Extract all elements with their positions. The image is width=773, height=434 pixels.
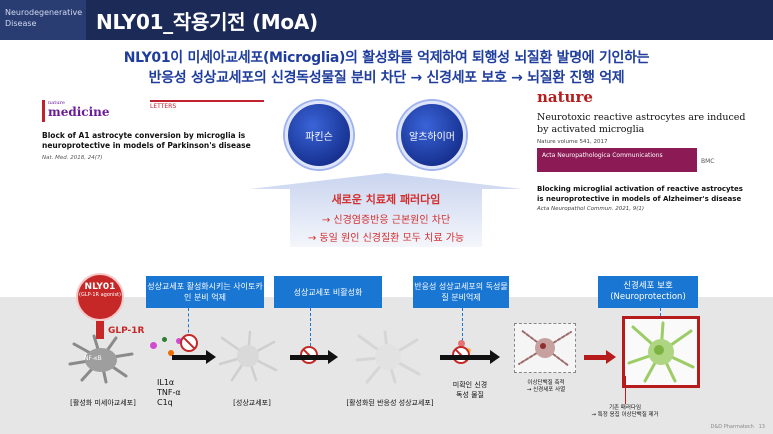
dying-neuron-label: 이상단백질 축적 → 신경세포 사멸: [526, 380, 566, 393]
label-reactive-astrocyte: [활성화된 반응성 성상교세포]: [346, 399, 434, 407]
flow-arrow-2: [290, 355, 330, 360]
paper-left-title: Block of A1 astrocyte conversion by micr…: [42, 131, 251, 150]
existing-paradigm-stem: [625, 376, 626, 404]
paradigm-point-2: → 동일 원인 신경질환 모두 치료 가능: [307, 233, 465, 244]
glp1r-receptor-stem: [96, 321, 104, 339]
footer: D&D Pharmatech 13: [710, 424, 765, 430]
paper-left-ref: Nat. Med. 2018, 24(7): [42, 155, 103, 161]
nature-medicine-logo: nature medicine: [42, 100, 112, 122]
cytokine-dot: [176, 338, 182, 344]
flow-arrow-1: [172, 355, 208, 360]
label-astrocyte: [성상교세포]: [233, 399, 271, 407]
paradigm-title: 새로운 치료제 패러다임: [331, 193, 441, 206]
label-neurotoxin: 미확인 신경독성 물질: [452, 381, 488, 399]
alzheimers-circle: 알츠하이머: [398, 101, 466, 169]
protected-neuron-box: [622, 316, 700, 388]
cytokine-list: IL1α TNF-α C1q: [157, 378, 181, 407]
callout-toxin-inhibit: 반응성 성상교세포의 독성물질 분비억제: [413, 276, 509, 308]
healthy-neuron-icon: [627, 321, 695, 383]
leader-line-1: [188, 308, 189, 338]
label-activated-microglia: [활성화 미세아교세포]: [70, 399, 136, 407]
paradigm-point-1: → 신경염증반응 근본원인 차단: [321, 215, 451, 226]
flow-arrow-head-1: [206, 350, 216, 364]
flow-arrow-head-4: [606, 350, 616, 364]
category-tag: Neurodegenerative Disease: [0, 0, 86, 40]
cytokine-dot: [162, 337, 167, 342]
paper-nature: nature Neurotoxic reactive astrocytes ar…: [537, 88, 757, 212]
slide-title: NLY01_작용기전 (MoA): [96, 10, 318, 34]
acta-journal-banner: Acta Neuropathologica Communications: [537, 148, 697, 172]
existing-paradigm-note: 기존 패러다임 → 특정 응집 이상단백질 제거: [591, 405, 659, 418]
paper-nature-medicine: nature medicine LETTERS Block of A1 astr…: [42, 100, 264, 161]
headline-line-1: NLY01이 미세아교세포(Microglia)의 활성화를 억제하여 퇴행성 …: [123, 50, 650, 66]
microglia-cell-icon: [68, 334, 134, 384]
paper-right-ref-2: Acta Neuropathol Commun. 2021, 9(1): [537, 206, 644, 212]
nfkb-label: NF-κB: [84, 355, 102, 362]
flow-arrow-head-3: [490, 350, 500, 364]
leader-line-4: [660, 308, 661, 316]
flow-arrow-4: [584, 355, 608, 360]
leader-line-2: [310, 308, 311, 346]
dying-neuron-icon: [518, 329, 572, 367]
flow-arrow-head-2: [328, 350, 338, 364]
paper-right-title: Neurotoxic reactive astrocytes are induc…: [537, 112, 746, 135]
paradigm-up-arrow: [250, 173, 522, 247]
reactive-astrocyte-icon: [355, 330, 421, 384]
bmc-logo: BMC: [701, 158, 715, 165]
astrocyte-cell-icon: [218, 330, 278, 382]
callout-cytokine-inhibit: 성상교세포 활성화시키는 사이토카인 분비 억제: [146, 276, 264, 308]
parkinsons-circle: 파킨슨: [285, 101, 353, 169]
callout-neuroprotection: 신경세포 보호 (Neuroprotection): [598, 276, 698, 308]
flow-arrow-3: [440, 355, 492, 360]
paper-right-title-2: Blocking microglial activation of reacti…: [537, 185, 743, 203]
nature-logo: nature: [537, 88, 593, 106]
callout-astrocyte-inactive: 성상교세포 비활성화: [274, 276, 382, 308]
headline-line-2: 반응성 성상교세포의 신경독성물질 분비 차단 → 신경세포 보호 → 뇌질환 …: [148, 70, 625, 86]
block-icon-1: [180, 334, 198, 352]
paper-right-ref: Nature volume 541, 2017: [537, 139, 608, 145]
header-bar: Neurodegenerative Disease NLY01_작용기전 (Mo…: [0, 0, 773, 40]
letters-section: LETTERS: [150, 100, 264, 110]
glp1r-label: GLP-1R: [108, 326, 145, 336]
cytokine-dot: [168, 350, 174, 356]
cytokine-dot: [150, 342, 157, 349]
dying-neuron-box: [514, 323, 576, 373]
toxin-dot: [458, 340, 465, 347]
nly01-drug-circle: NLY01 (GLP-1R agonist): [76, 273, 124, 321]
leader-line-3: [462, 308, 463, 346]
